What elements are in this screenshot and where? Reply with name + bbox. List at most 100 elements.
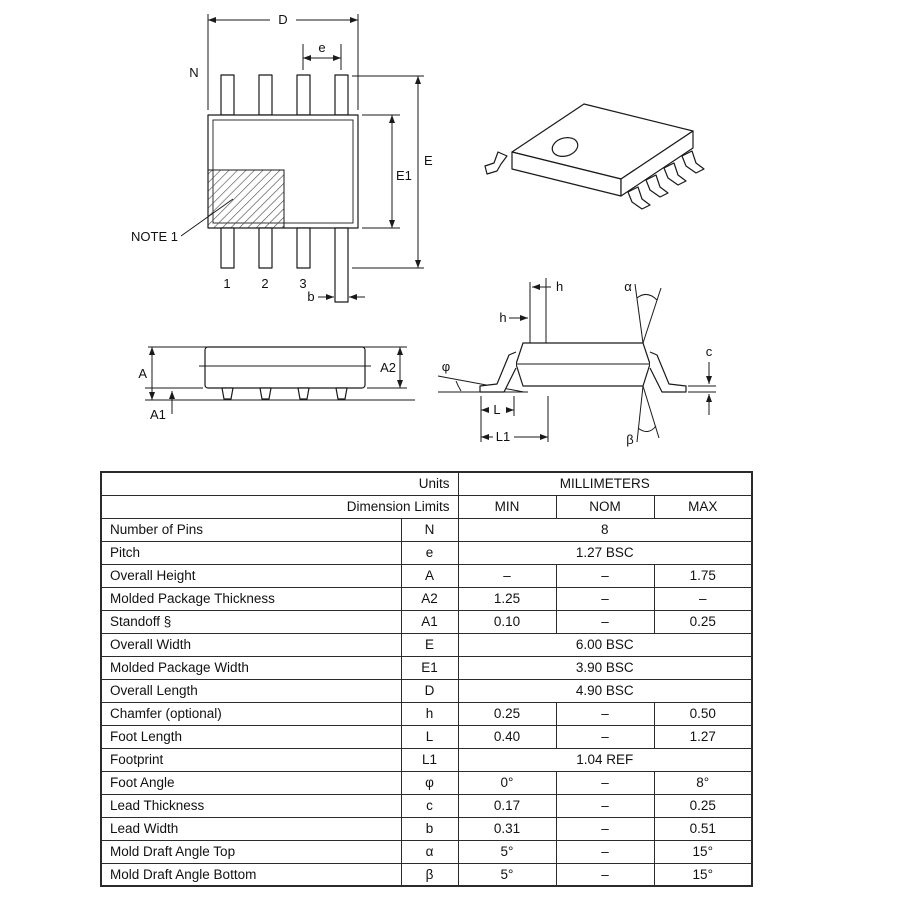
side-body-outline	[204, 346, 366, 389]
dim-symbol: A	[400, 563, 459, 588]
dim-label-E: E	[424, 153, 433, 168]
table-row: Footprint L1 1.04 REF	[100, 747, 753, 772]
side-lead	[297, 387, 310, 400]
alpha-angle-arc	[636, 294, 658, 301]
iso-left-lead	[484, 151, 508, 175]
dim-label-A1: A1	[150, 407, 166, 422]
dim-label-A2: A2	[380, 360, 396, 375]
dimension-table: Units MILLIMETERS Dimension Limits MIN N…	[100, 471, 754, 887]
dim-nom: –	[555, 793, 655, 818]
bottom-pin-extended	[334, 227, 349, 303]
dim-symbol: N	[400, 517, 459, 542]
phi-angle-arc	[455, 380, 462, 392]
dim-symbol: A2	[400, 586, 459, 611]
dim-label-D: D	[278, 12, 287, 27]
dim-max: 0.25	[653, 793, 753, 818]
table-row: Chamfer (optional) h 0.25 – 0.50	[100, 701, 753, 726]
dimension-limits-label: Dimension Limits	[100, 494, 459, 519]
dim-nom: –	[555, 724, 655, 749]
dim-min: –	[457, 563, 557, 588]
col-header-nom: NOM	[555, 494, 655, 519]
dim-name: Chamfer (optional)	[100, 701, 402, 726]
dim-symbol: E1	[400, 655, 459, 680]
dim-name: Mold Draft Angle Top	[100, 839, 402, 864]
alpha-angle-line	[642, 287, 662, 344]
dim-symbol: L	[400, 724, 459, 749]
side-lead	[259, 387, 272, 400]
dim-symbol: h	[400, 701, 459, 726]
package-drawings: D e N NOTE 1 1 2 3 b E E1	[131, 12, 716, 447]
dim-name: Overall Width	[100, 632, 402, 657]
dim-nom: –	[555, 586, 655, 611]
dim-max: 0.51	[653, 816, 753, 841]
table-row: Mold Draft Angle Bottom β 5° – 15°	[100, 862, 753, 887]
side-lead	[335, 387, 348, 400]
units-value: MILLIMETERS	[457, 471, 753, 496]
dim-max: –	[653, 586, 753, 611]
dim-label-L: L	[493, 402, 500, 417]
dim-value: 4.90 BSC	[457, 678, 753, 703]
pin-number-2: 2	[261, 276, 268, 291]
dim-value: 3.90 BSC	[457, 655, 753, 680]
pin1-dimple	[551, 137, 579, 157]
iso-right-face	[620, 130, 694, 197]
dim-value: 1.04 REF	[457, 747, 753, 772]
dim-nom: –	[555, 839, 655, 864]
dim-min: 1.25	[457, 586, 557, 611]
bottom-pin	[258, 227, 273, 269]
dim-symbol: α	[400, 839, 459, 864]
top-pin	[258, 74, 273, 116]
beta-angle-line	[636, 385, 644, 443]
top-view-drawing: D e N NOTE 1 1 2 3 b E E1	[131, 12, 433, 304]
dim-symbol: D	[400, 678, 459, 703]
dim-value: 8	[457, 517, 753, 542]
dim-max: 8°	[653, 770, 753, 795]
pin1-index-hatch-area	[207, 169, 285, 229]
gullwing-lead-left	[479, 351, 517, 393]
table-row: Lead Width b 0.31 – 0.51	[100, 816, 753, 841]
dim-min: 0.17	[457, 793, 557, 818]
bottom-pin	[296, 227, 311, 269]
table-row: Foot Length L 0.40 – 1.27	[100, 724, 753, 749]
dim-symbol: b	[400, 816, 459, 841]
dim-label-E1: E1	[396, 168, 412, 183]
dim-label-A: A	[138, 366, 147, 381]
dim-name: Mold Draft Angle Bottom	[100, 862, 402, 887]
table-row: Foot Angle φ 0° – 8°	[100, 770, 753, 795]
foot-angle-line	[437, 375, 525, 393]
dim-max: 0.25	[653, 609, 753, 634]
dim-nom: –	[555, 609, 655, 634]
dim-label-h-lower: h	[499, 310, 506, 325]
dim-label-c: c	[706, 344, 713, 359]
dim-name: Overall Height	[100, 563, 402, 588]
pin-number-1: 1	[223, 276, 230, 291]
pin-count-label: N	[189, 65, 198, 80]
dim-name: Standoff §	[100, 609, 402, 634]
dim-max: 1.75	[653, 563, 753, 588]
table-row: Mold Draft Angle Top α 5° – 15°	[100, 839, 753, 864]
note1-leader-line	[180, 198, 234, 237]
dim-min: 0.40	[457, 724, 557, 749]
end-body-outline	[515, 342, 651, 387]
dim-nom: –	[555, 862, 655, 887]
dim-name: Pitch	[100, 540, 402, 565]
col-header-max: MAX	[653, 494, 753, 519]
dim-symbol: L1	[400, 747, 459, 772]
dim-max: 15°	[653, 862, 753, 887]
dim-min: 0.31	[457, 816, 557, 841]
dim-max: 0.50	[653, 701, 753, 726]
dim-nom: –	[555, 701, 655, 726]
table-row: Overall Width E 6.00 BSC	[100, 632, 753, 657]
dim-symbol: e	[400, 540, 459, 565]
note1-label: NOTE 1	[131, 229, 178, 244]
bottom-pin	[220, 227, 235, 269]
dim-label-b: b	[307, 289, 314, 304]
dim-min: 5°	[457, 862, 557, 887]
iso-lead	[645, 174, 669, 198]
table-header-limits-row: Dimension Limits MIN NOM MAX	[100, 494, 753, 519]
table-row: Overall Length D 4.90 BSC	[100, 678, 753, 703]
dim-min: 0.25	[457, 701, 557, 726]
pin-number-3: 3	[299, 276, 306, 291]
dim-symbol: c	[400, 793, 459, 818]
